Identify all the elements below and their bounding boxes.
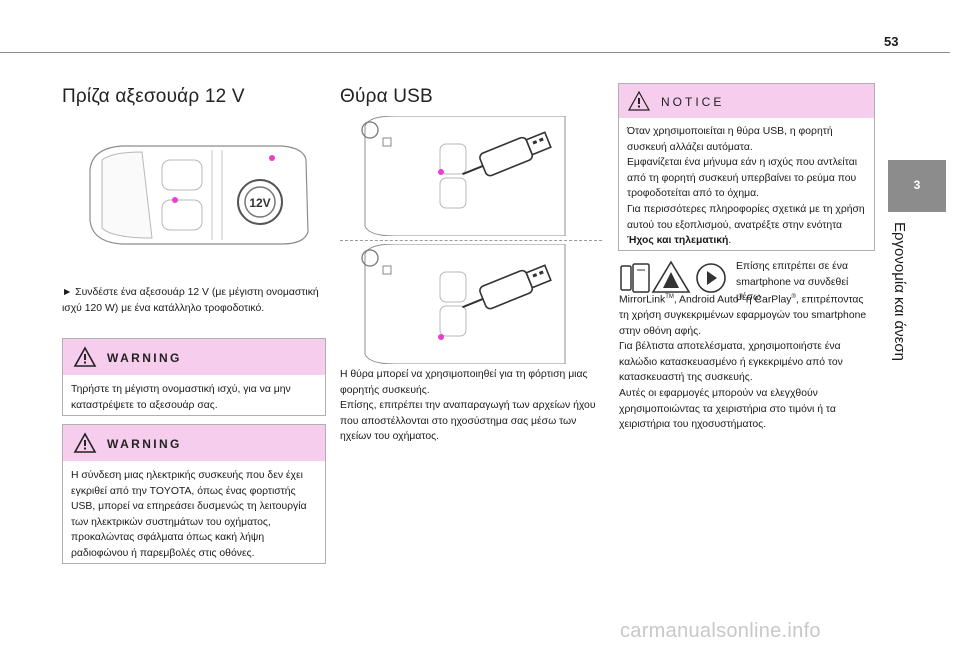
socket-instruction: ► Συνδέστε ένα αξεσουάρ 12 V (με μέγιστη… [62, 287, 319, 314]
notice-text: Όταν χρησιμοποιείται η θύρα USB, η φορητ… [627, 124, 866, 249]
warning-header-1: WARNING [63, 339, 325, 375]
registered-sup-2: ® [791, 294, 796, 300]
android-auto-name: , Android Auto [673, 294, 739, 306]
top-divider [0, 52, 950, 53]
carplay-name: ή CarPlay [742, 294, 792, 306]
usb-rear-illustration [361, 244, 566, 364]
notice-box: NOTICE Όταν χρησιμοποιείται η θύρα USB, … [618, 83, 875, 251]
warning-text-1: Τηρήστε τη μέγιστη ονομαστική ισχύ, για … [71, 384, 291, 411]
notice-reference-link[interactable]: Ήχος και τηλεματική [627, 235, 729, 247]
smartphone-connectivity-icons [620, 260, 726, 293]
usb-port-icon [382, 137, 392, 147]
notice-triangle-icon [627, 90, 651, 111]
mirrorlink-name: MirrorLink [619, 294, 666, 306]
android-auto-icon [651, 260, 691, 293]
illustration-divider [340, 240, 602, 241]
usb-description: Η θύρα μπορεί να χρησιμοποιηθεί για τη φ… [340, 369, 596, 443]
notice-text-main: Όταν χρησιμοποιείται η θύρα USB, η φορητ… [627, 126, 865, 231]
warning-box-1: WARNING Τηρήστε τη μέγιστη ονομαστική ισ… [62, 338, 326, 416]
usb-title: Θύρα USB [340, 86, 433, 107]
page-number: 53 [884, 34, 899, 49]
warning-box-2: WARNING Η σύνδεση μιας ηλεκτρικής συσκευ… [62, 424, 326, 564]
chapter-tab[interactable] [888, 160, 946, 212]
watermark: carmanualsonline.info [620, 620, 821, 642]
warning-header-2: WARNING [63, 425, 325, 461]
usb-front-illustration [361, 116, 566, 236]
warning-triangle-icon [73, 432, 97, 453]
socket-location-front [269, 155, 275, 161]
chapter-tab-number: 3 [913, 178, 921, 192]
carplay-icon [696, 263, 726, 293]
warning-label-1: WARNING [107, 351, 182, 365]
notice-header: NOTICE [619, 84, 874, 118]
notice-text-end: . [728, 235, 732, 247]
chapter-title-text: Εργονομία και άνεση [891, 222, 908, 361]
mirrorlink-icon [620, 263, 650, 293]
van-socket-illustration: 12V [89, 145, 309, 245]
mirror-description: MirrorLinkTM, Android Auto® ή CarPlay®, … [619, 290, 876, 433]
mirror-body: , επιτρέποντας τη χρήση συγκεκριμένων εφ… [619, 294, 867, 431]
socket-title: Πρίζα αξεσουάρ 12 V [62, 86, 245, 107]
steering-wheel-icon [361, 121, 379, 139]
warning-text-2: Η σύνδεση μιας ηλεκτρικής συσκευής που δ… [71, 470, 307, 559]
notice-label: NOTICE [661, 95, 725, 109]
registered-sup-1: ® [738, 294, 743, 300]
trademark-sup: TM [665, 294, 674, 300]
usb-port-icon [382, 265, 392, 275]
warning-label-2: WARNING [107, 437, 182, 451]
socket-label: 12V [249, 196, 270, 210]
chapter-title: Εργονομία και άνεση [890, 222, 940, 382]
mirror-intro: Επίσης επιτρέπει σε ένα smartphone να συ… [736, 261, 849, 304]
warning-triangle-icon [73, 346, 97, 367]
steering-wheel-icon [361, 249, 379, 267]
socket-location-rear [172, 197, 178, 203]
